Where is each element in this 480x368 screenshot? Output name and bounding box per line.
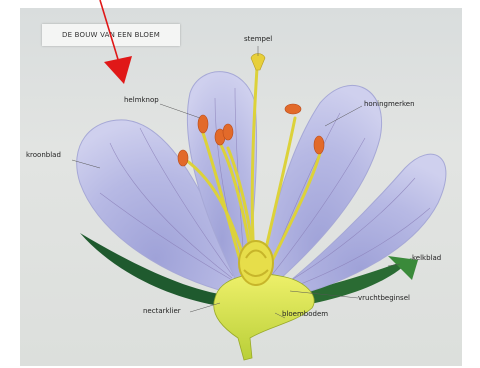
title-plate: DE BOUW VAN EEN BLOEM	[42, 24, 180, 46]
label-honingmerken: honingmerken	[364, 100, 415, 108]
label-kroonblad: kroonblad	[26, 151, 61, 159]
label-vruchtbeginsel: vruchtbeginsel	[358, 294, 410, 302]
diagram-title: DE BOUW VAN EEN BLOEM	[62, 31, 160, 39]
label-helmknop: helmknop	[124, 96, 159, 104]
label-nectarklier: nectarklier	[143, 307, 181, 315]
poster: DE BOUW VAN EEN BLOEM stempel helmknop h…	[20, 8, 462, 366]
flower-diagram	[20, 8, 462, 366]
label-kelkblad: kelkblad	[412, 254, 441, 262]
ovary	[239, 241, 273, 285]
label-stempel: stempel	[244, 35, 272, 43]
label-bloembodem: bloembodem	[282, 310, 328, 318]
